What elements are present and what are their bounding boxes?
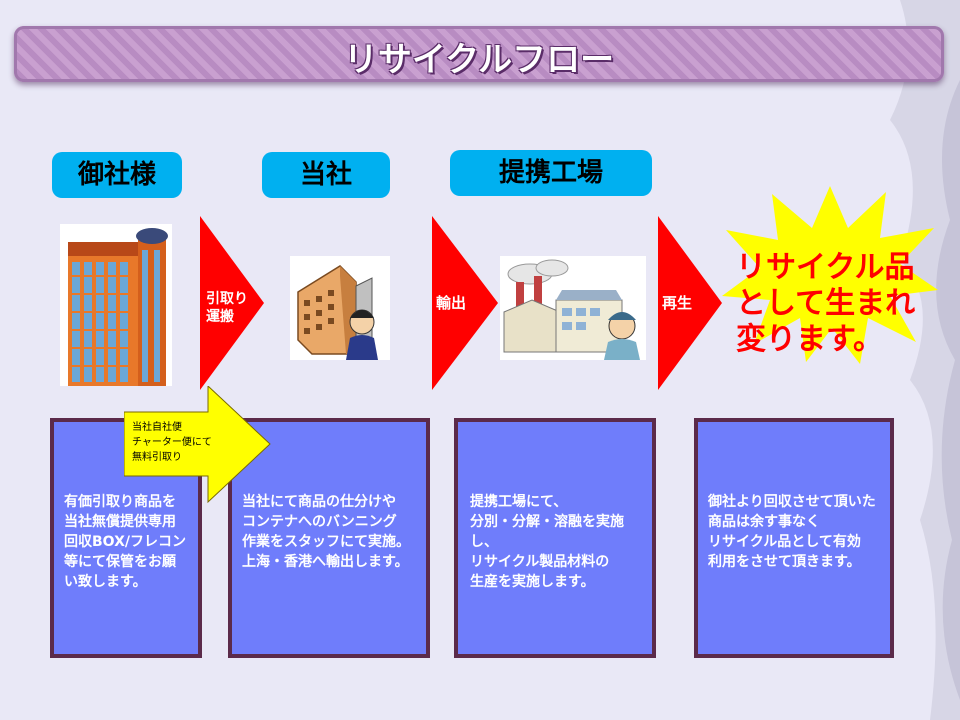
desc-factory-line-2: 分別・分解・溶融を実施し、	[470, 514, 624, 550]
arrow-regenerate-label: 再生	[662, 294, 693, 312]
desc-factory-line-1: 提携工場にて、	[470, 494, 568, 510]
office-building-picture	[60, 224, 172, 386]
result-line-2: として生まれ	[736, 286, 916, 321]
result-line-1: リサイクル品	[736, 250, 915, 285]
page-title: リサイクルフロー	[343, 40, 615, 80]
desc-client-line-4: 等にて保管をお願	[64, 554, 176, 570]
desc-client-line-5: い致します。	[64, 574, 147, 590]
arrow-pickup-label: 引取り 運搬	[206, 290, 248, 326]
desc-client-line-3: 回収BOX/フレコン	[64, 534, 186, 550]
desc-us-line-3: 作業をスタッフにて実施。	[242, 534, 410, 550]
background-brush-texture	[890, 0, 960, 720]
arrow-pickup-line-1: 引取り	[206, 291, 248, 307]
note-line-3: 無料引取り	[132, 452, 182, 463]
note-text: 当社自社便 チャーター便にて 無料引取り	[132, 420, 212, 465]
label-us: 当社	[262, 152, 390, 198]
arrow-pickup-line-2: 運搬	[206, 309, 234, 325]
result-text: リサイクル品 として生まれ 変ります。	[736, 250, 915, 358]
desc-result-line-2: 商品は余す事なく	[708, 514, 820, 530]
label-factory: 提携工場	[450, 150, 652, 196]
arrow-regenerate	[658, 216, 722, 390]
arrow-export	[432, 216, 498, 390]
desc-result-line-4: 利用をさせて頂きます。	[708, 554, 861, 570]
desc-result-line-3: リサイクル品として有効	[708, 534, 861, 550]
arrow-export-label: 輸出	[436, 294, 467, 312]
company-building-picture	[290, 256, 390, 360]
result-starburst	[722, 186, 938, 364]
desc-client-line-1: 有価引取り商品を	[64, 494, 176, 510]
desc-us-line-2: コンテナへのバンニング	[242, 514, 397, 530]
desc-factory-line-3: リサイクル製品材料の	[470, 554, 610, 570]
desc-client-line-2: 当社無償提供専用	[64, 514, 176, 530]
desc-result: 御社より回収させて頂いた 商品は余す事なく リサイクル品として有効 利用をさせて…	[694, 418, 894, 658]
label-client: 御社様	[52, 152, 182, 198]
desc-us-line-4: 上海・香港へ輸出します。	[242, 554, 409, 570]
note-line-1: 当社自社便	[132, 422, 182, 433]
desc-factory: 提携工場にて、 分別・分解・溶融を実施し、 リサイクル製品材料の 生産を実施しま…	[454, 418, 656, 658]
note-arrow	[124, 386, 271, 504]
note-line-2: チャーター便にて	[132, 437, 212, 448]
desc-result-line-1: 御社より回収させて頂いた	[708, 494, 876, 510]
desc-us: 当社にて商品の仕分けや コンテナへのバンニング 作業をスタッフにて実施。 上海・…	[228, 418, 430, 658]
title-bar: リサイクルフロー	[14, 26, 944, 82]
arrow-pickup	[200, 216, 264, 390]
factory-picture	[500, 256, 646, 360]
desc-us-line-1: 当社にて商品の仕分けや	[242, 494, 396, 510]
desc-factory-line-4: 生産を実施します。	[470, 574, 595, 590]
result-line-3: 変ります。	[736, 322, 883, 357]
